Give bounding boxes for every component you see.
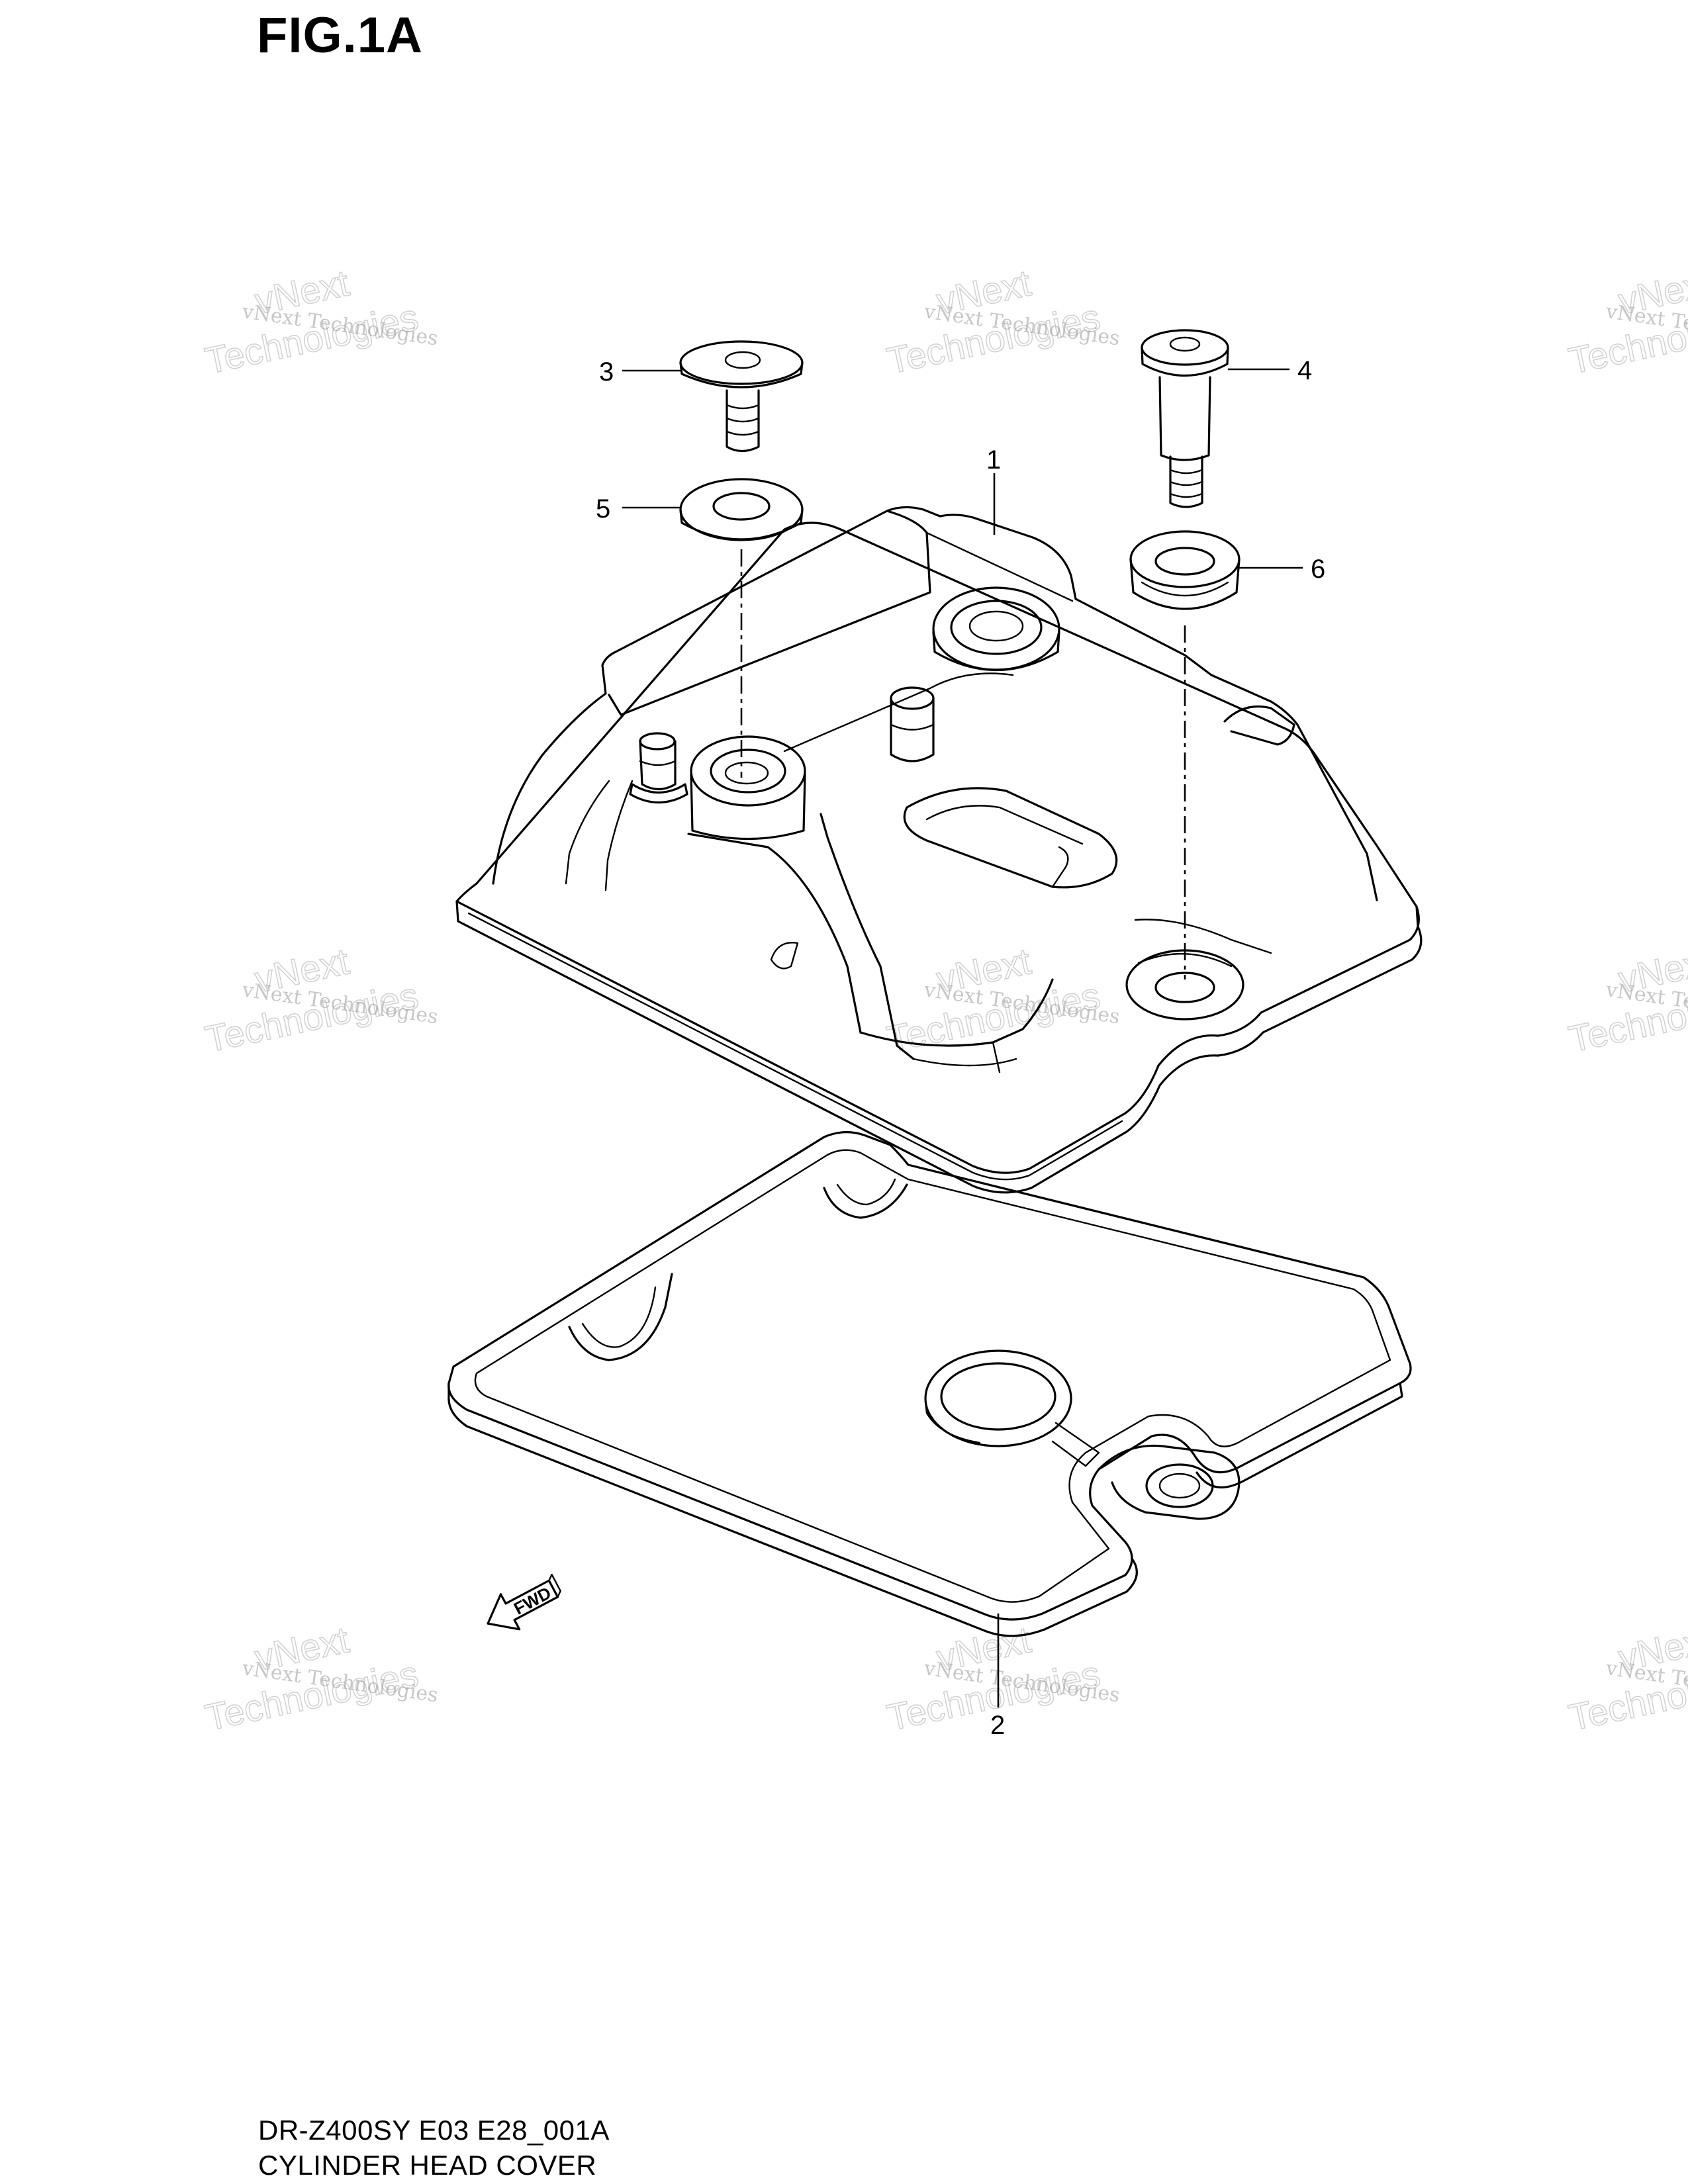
callout-2: 2 <box>990 1711 1005 1740</box>
callout-6: 6 <box>1311 555 1325 584</box>
part-1-cylinder-head-cover <box>455 506 1423 1194</box>
part-6-grommet <box>1129 530 1241 610</box>
watermark-middle-right: Technologies vNext vNext Technologies <box>1565 939 1688 1060</box>
watermark-top-center: Technologies vNext vNext Technologies <box>883 261 1121 382</box>
figure-name: CYLINDER HEAD COVER <box>258 2150 597 2181</box>
callout-1: 1 <box>986 445 1001 475</box>
fwd-label: FWD <box>510 1582 554 1618</box>
callout-4: 4 <box>1297 356 1312 385</box>
watermark-bottom-right: Technologies vNext vNext Technologies <box>1565 1617 1688 1739</box>
part-2-gasket <box>447 1131 1412 1637</box>
part-5-washer <box>679 478 804 541</box>
figure-code: DR-Z400SY E03 E28_001A <box>258 2115 610 2146</box>
fwd-arrow-icon: FWD <box>487 1573 561 1631</box>
watermark-top-left: Technologies vNext vNext Technologies <box>201 261 440 382</box>
part-3-bolt <box>679 340 804 453</box>
part-4-bolt <box>1141 329 1229 508</box>
watermark-top-right: Technologies vNext vNext Technologies <box>1565 261 1688 382</box>
watermark-bottom-left: Technologies vNext vNext Technologies <box>201 1617 440 1739</box>
figure-title: FIG.1A <box>257 7 423 64</box>
watermark-middle-center: Technologies vNext vNext Technologies <box>883 939 1121 1060</box>
callout-5: 5 <box>596 494 610 523</box>
callout-3: 3 <box>599 357 614 387</box>
watermark-middle-left: Technologies vNext vNext Technologies <box>201 939 440 1060</box>
